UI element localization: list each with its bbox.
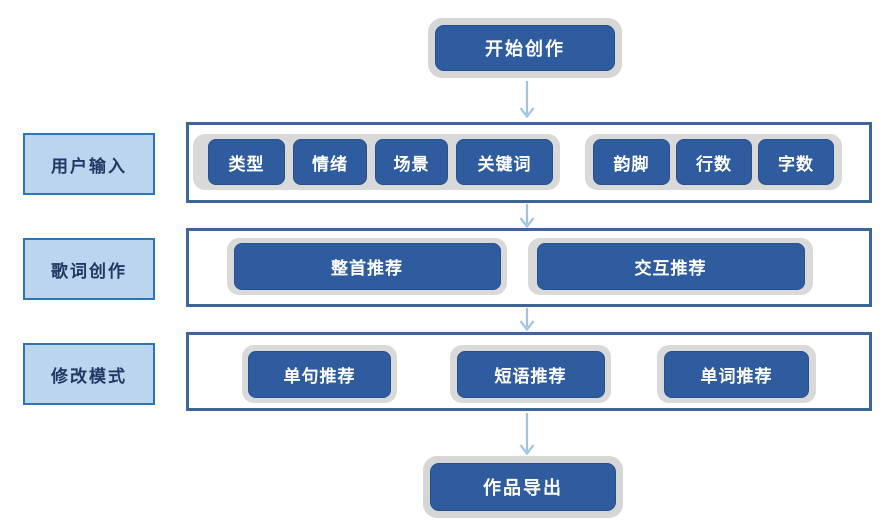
- input-options-group-2: 韵脚 行数 字数: [585, 134, 842, 190]
- input-options-group-1: 类型 情绪 场景 关键词: [193, 134, 560, 190]
- stage-label-modify-mode: 修改模式: [23, 343, 155, 405]
- option-word-count: 字数: [758, 139, 834, 185]
- arrow-down-icon: [519, 308, 535, 331]
- option-emotion: 情绪: [293, 139, 367, 185]
- arrow-down-icon: [519, 204, 535, 228]
- start-node: 开始创作: [428, 18, 622, 78]
- end-node-label: 作品导出: [430, 463, 616, 511]
- option-type: 类型: [208, 139, 285, 185]
- arrow-down-icon: [519, 413, 535, 455]
- option-sentence-recommend: 单句推荐: [248, 350, 391, 398]
- option-phrase-recommend: 短语推荐: [456, 350, 605, 398]
- stage-label-user-input: 用户输入: [23, 133, 155, 195]
- interactive-group: 交互推荐: [528, 238, 813, 295]
- option-rhyme: 韵脚: [593, 139, 670, 185]
- sentence-group: 单句推荐: [242, 345, 397, 403]
- modify-mode-container: 单句推荐 短语推荐 单词推荐: [186, 332, 872, 411]
- option-interactive-recommend: 交互推荐: [536, 243, 805, 290]
- option-scene: 场景: [375, 139, 448, 185]
- option-keywords: 关键词: [456, 139, 553, 185]
- stage-label-lyric-creation: 歌词创作: [23, 238, 155, 300]
- end-node: 作品导出: [423, 456, 623, 518]
- phrase-group: 短语推荐: [450, 345, 611, 403]
- option-word-recommend: 单词推荐: [664, 350, 809, 398]
- word-group: 单词推荐: [657, 345, 816, 403]
- lyric-creation-container: 整首推荐 交互推荐: [186, 228, 872, 307]
- user-input-container: 类型 情绪 场景 关键词 韵脚 行数 字数: [186, 122, 872, 203]
- option-line-count: 行数: [676, 139, 752, 185]
- arrow-down-icon: [519, 81, 535, 118]
- option-whole-song-recommend: 整首推荐: [233, 243, 501, 290]
- start-node-label: 开始创作: [435, 25, 615, 71]
- whole-song-group: 整首推荐: [227, 238, 507, 295]
